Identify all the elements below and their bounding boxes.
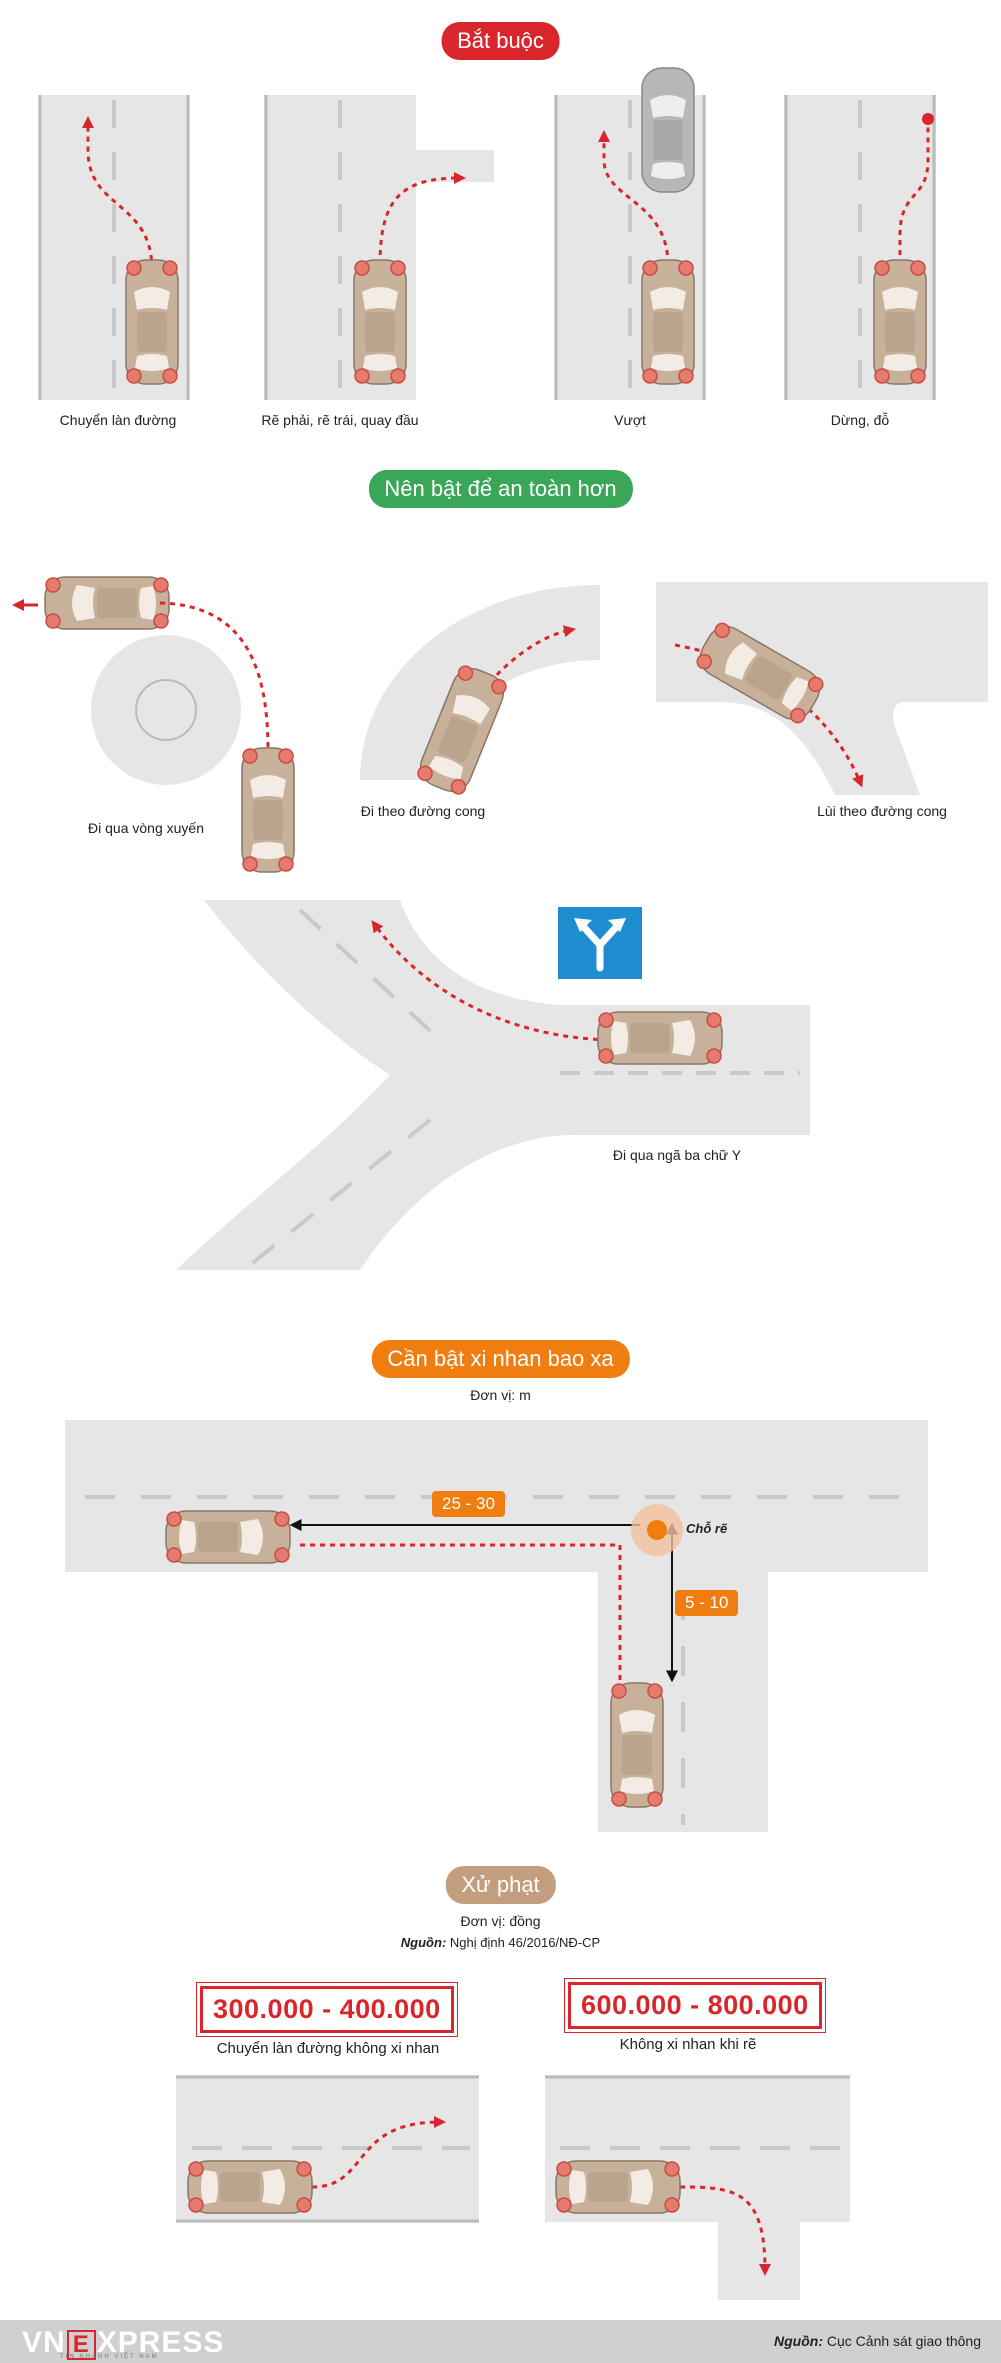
panel-roundabout bbox=[11, 576, 295, 873]
logo-tagline: TIN NHANH VIỆT NAM bbox=[60, 2354, 159, 2360]
section-title-mandatory: Bắt buộc bbox=[441, 22, 560, 60]
caption-reverse-curve: Lùi theo đường cong bbox=[817, 803, 947, 819]
panel-penalty-turn bbox=[545, 2075, 850, 2300]
logo-part-vn: VN bbox=[22, 2326, 66, 2359]
panel-penalty-lane bbox=[176, 2075, 479, 2223]
panel-lane-change bbox=[38, 95, 190, 400]
penalty-unit: Đơn vị: đồng bbox=[460, 1913, 541, 1929]
caption-overtake: Vượt bbox=[614, 412, 646, 428]
panel-overtake bbox=[554, 67, 706, 400]
section-title-recommended: Nên bật để an toàn hơn bbox=[368, 470, 633, 508]
turn-point-label: Chỗ rẽ bbox=[686, 1521, 728, 1536]
caption-stop: Dừng, đỗ bbox=[830, 412, 890, 428]
section-title-distance: Cần bật xi nhan bao xa bbox=[371, 1340, 630, 1378]
caption-lane-change: Chuyển làn đường bbox=[59, 412, 177, 428]
panel-curve bbox=[360, 585, 600, 798]
footer-source-label: Nguồn: bbox=[774, 2333, 823, 2349]
penalty-source: Nguồn: Nghị định 46/2016/NĐ-CP bbox=[401, 1935, 600, 1950]
fine-stamp-lane: 300.000 - 400.000 bbox=[196, 1982, 458, 2037]
fine-label-lane: Chuyển làn đường không xi nhan bbox=[216, 2040, 440, 2057]
fine-stamp-turn: 600.000 - 800.000 bbox=[564, 1978, 826, 2033]
badge-turn-distance: 5 - 10 bbox=[675, 1590, 739, 1616]
panel-stop bbox=[784, 95, 936, 400]
panel-reverse-curve bbox=[656, 582, 988, 795]
distance-unit: Đơn vị: m bbox=[470, 1387, 531, 1403]
turn-point-marker-icon bbox=[631, 1504, 683, 1556]
panel-turn bbox=[264, 95, 494, 400]
caption-roundabout: Đi qua vòng xuyến bbox=[88, 820, 204, 836]
fork-road-sign-icon bbox=[558, 907, 642, 979]
penalty-source-text: Nghị định 46/2016/NĐ-CP bbox=[449, 1935, 601, 1950]
footer-source: Nguồn: Cục Cảnh sát giao thông bbox=[774, 2333, 981, 2349]
badge-straight-distance: 25 - 30 bbox=[432, 1491, 505, 1517]
caption-y-junction: Đi qua ngã ba chữ Y bbox=[612, 1147, 742, 1163]
panel-distance bbox=[65, 1420, 928, 1832]
logo-part-xpress: XPRESS bbox=[96, 2326, 225, 2359]
section-title-penalty: Xử phạt bbox=[445, 1866, 556, 1904]
fine-label-turn: Không xi nhan khi rẽ bbox=[619, 2036, 757, 2053]
penalty-source-label: Nguồn: bbox=[400, 1935, 447, 1950]
footer-source-text: Cục Cảnh sát giao thông bbox=[826, 2333, 981, 2349]
panel-y-junction bbox=[176, 900, 810, 1270]
caption-curve: Đi theo đường cong bbox=[360, 803, 486, 819]
caption-turn: Rẽ phải, rẽ trái, quay đầu bbox=[261, 412, 419, 428]
logo-part-e: E bbox=[66, 2330, 96, 2360]
